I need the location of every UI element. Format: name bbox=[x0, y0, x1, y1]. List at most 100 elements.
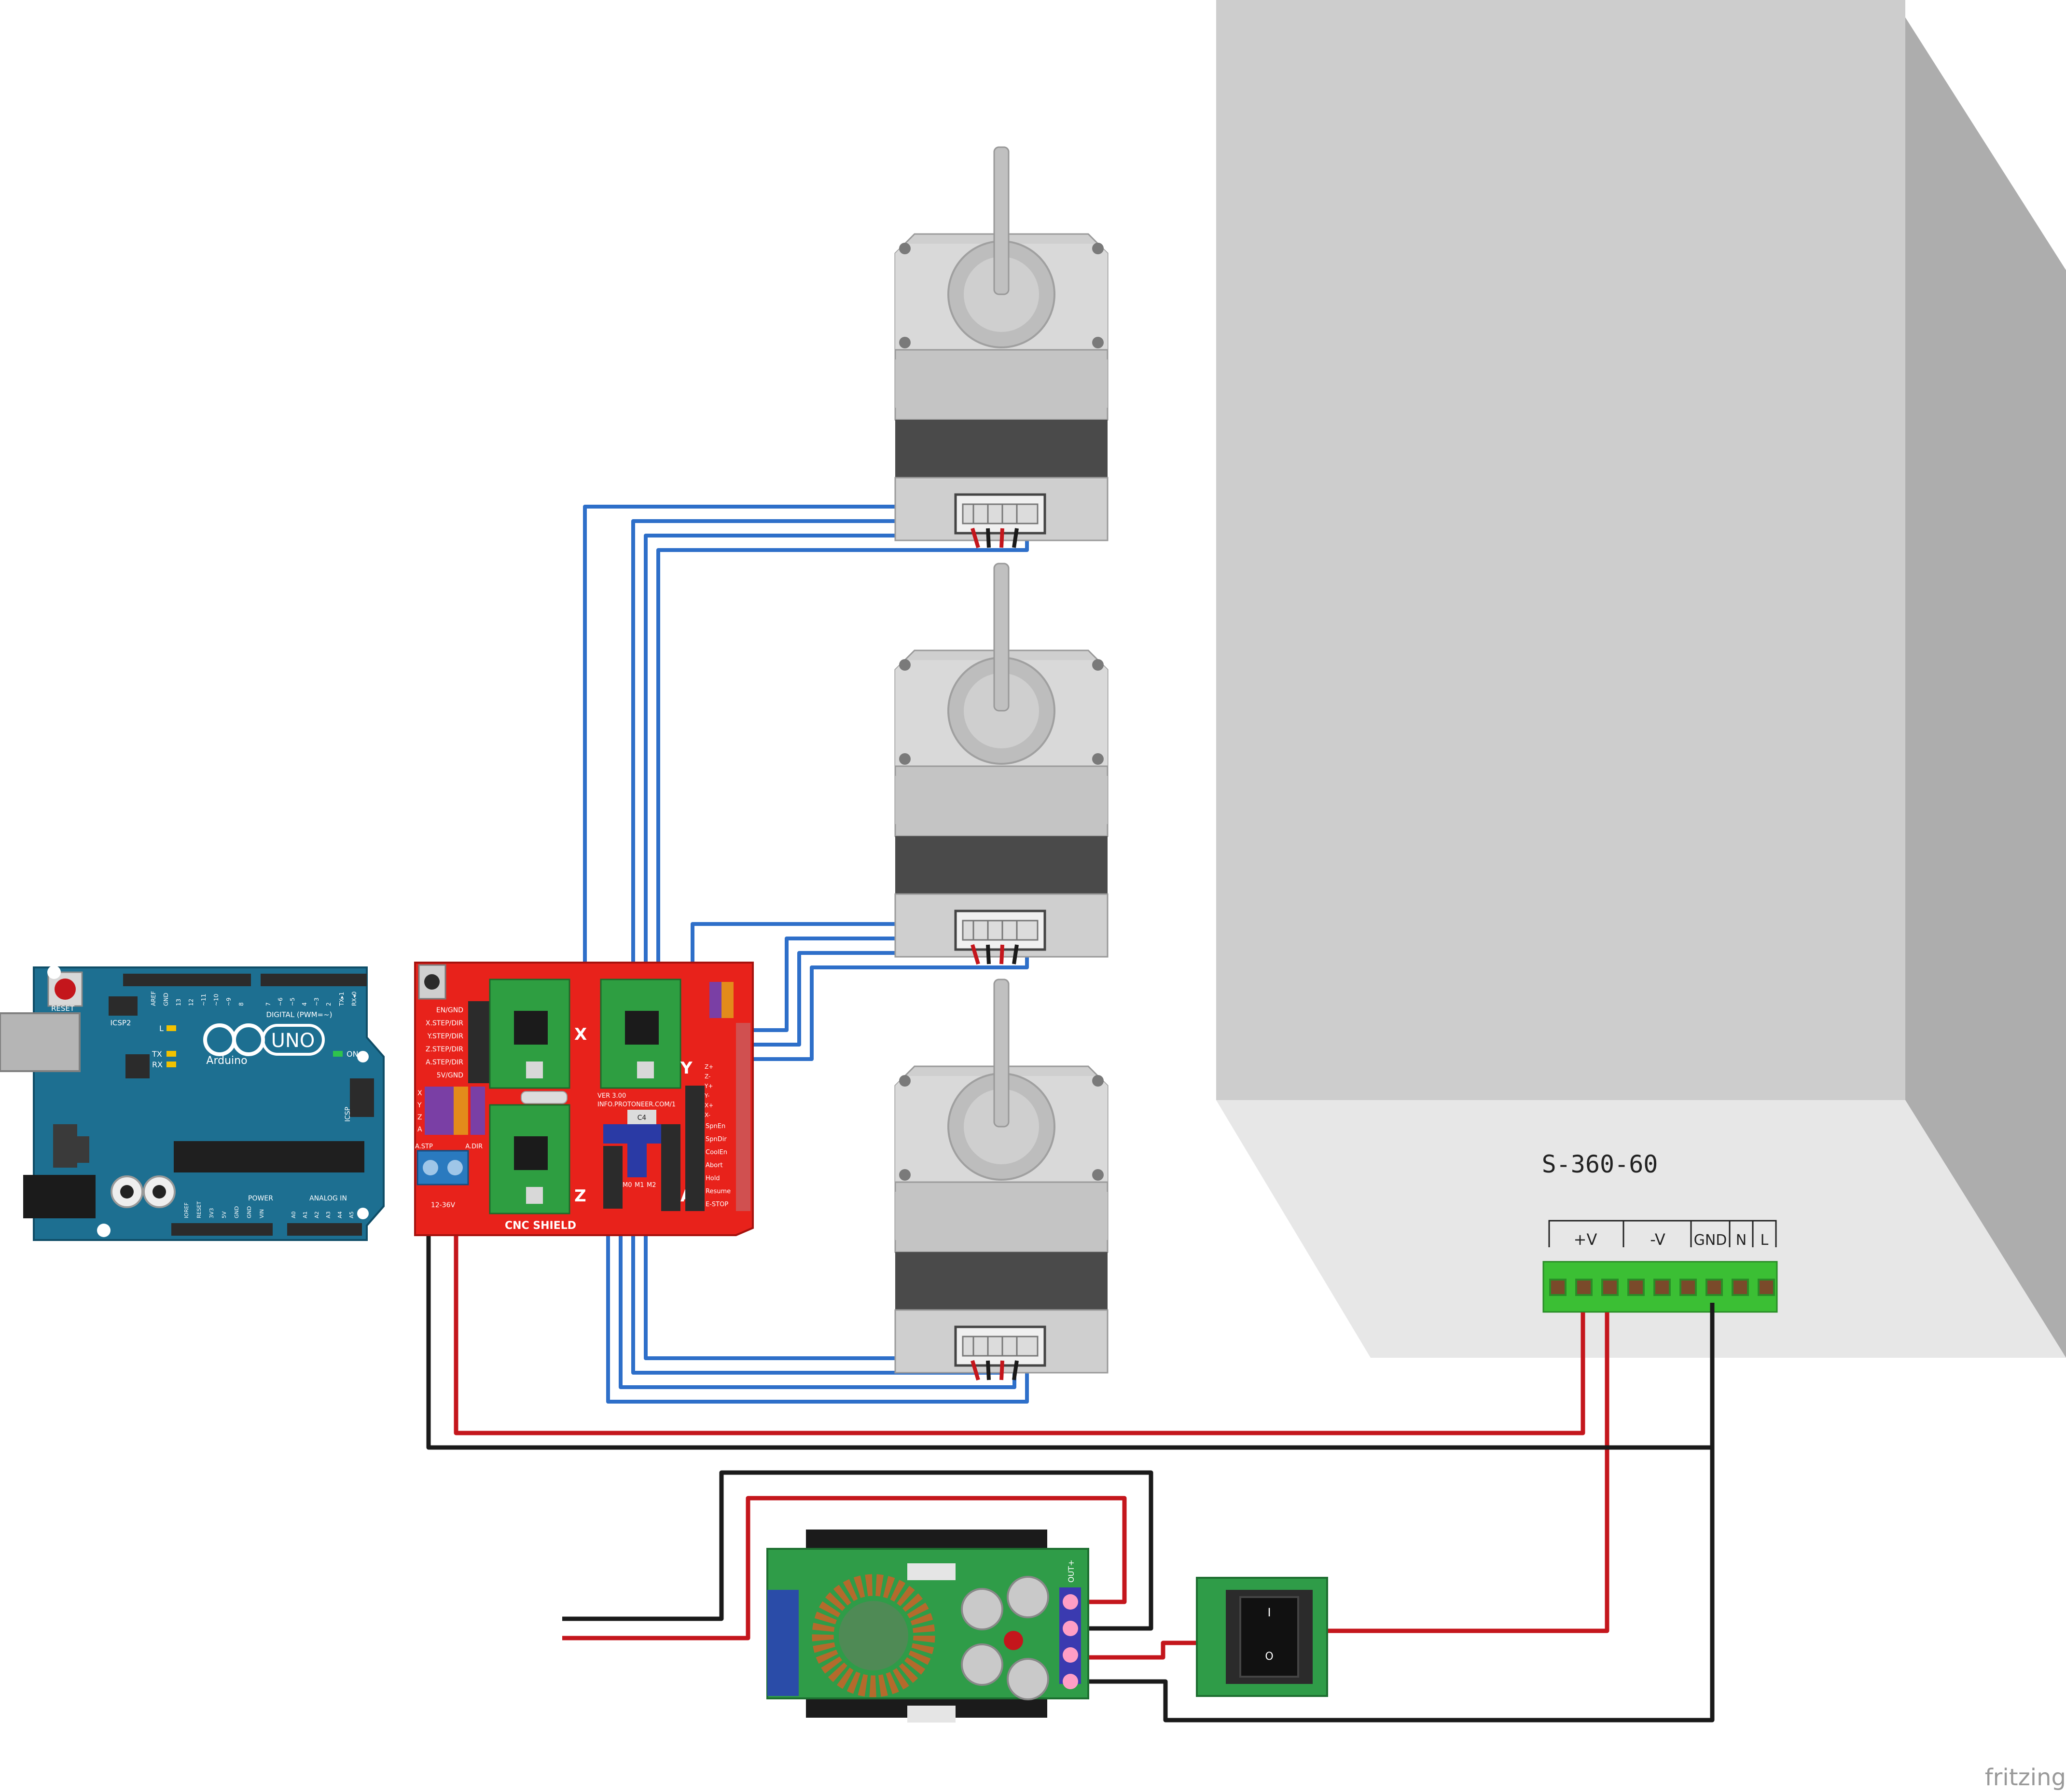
psu-terminal-l: L bbox=[1761, 1232, 1769, 1249]
fritzing-watermark: fritzing bbox=[1985, 1764, 2066, 1791]
arduino-logo bbox=[203, 1023, 325, 1056]
label-spndir: SpnDir bbox=[706, 1136, 727, 1143]
label-resume: Resume bbox=[706, 1188, 731, 1195]
a-dir-label: A.DIR bbox=[465, 1143, 483, 1150]
label-a-step-dir: A.STEP/DIR bbox=[426, 1059, 463, 1066]
pin-11: ~11 bbox=[200, 994, 207, 1006]
driver-z bbox=[489, 1104, 570, 1214]
reset-label: RESET bbox=[51, 1004, 75, 1013]
on-label: ON bbox=[347, 1049, 359, 1059]
pin-13: 13 bbox=[175, 999, 182, 1006]
pin-10: ~10 bbox=[213, 994, 220, 1006]
cnc-shield-board: EN/GND X.STEP/DIR Y.STEP/DIR Z.STEP/DIR … bbox=[414, 962, 754, 1236]
pin-vin: VIN bbox=[259, 1209, 265, 1218]
pin-2: 2 bbox=[325, 1002, 332, 1006]
stepper-motor-z bbox=[895, 979, 1108, 1380]
pin-5v: 5V bbox=[221, 1211, 227, 1218]
microstep-m2: M2 bbox=[647, 1182, 656, 1189]
power-header[interactable] bbox=[171, 1223, 273, 1236]
analog-header[interactable] bbox=[287, 1223, 362, 1236]
axis-y-label: Y bbox=[680, 1059, 693, 1078]
pin-8: 8 bbox=[238, 1002, 245, 1006]
label-spnen: SpnEn bbox=[706, 1123, 725, 1130]
pin-3: ~3 bbox=[313, 997, 320, 1006]
psu-terminal-gnd: GND bbox=[1694, 1232, 1727, 1249]
label-hold: Hold bbox=[706, 1175, 720, 1182]
version-label: VER 3.00 bbox=[597, 1092, 626, 1100]
label-x-step-dir: X.STEP/DIR bbox=[426, 1020, 463, 1027]
arduino-uno-board: RESET ICSP2 DIGITAL (PWM=~) AREF GND 13 … bbox=[0, 965, 385, 1241]
a-step-label: A.STP bbox=[415, 1143, 433, 1150]
icsp-label: ICSP bbox=[344, 1107, 352, 1122]
limit-z-plus: Z+ bbox=[705, 1063, 713, 1070]
pin-gnd-1: GND bbox=[234, 1206, 240, 1218]
axis-col-a: A bbox=[417, 1126, 422, 1133]
pin-3v3: 3V3 bbox=[208, 1208, 215, 1218]
digital-header[interactable] bbox=[123, 974, 251, 986]
switch-on-label: I bbox=[1267, 1606, 1271, 1619]
driver-y bbox=[600, 979, 681, 1089]
axis-x-label: X bbox=[574, 1025, 587, 1044]
pin-a0: A0 bbox=[291, 1211, 297, 1218]
led-tx-label: TX bbox=[152, 1049, 162, 1059]
pin-ioref: IOREF bbox=[183, 1202, 190, 1218]
psu-terminal-n: N bbox=[1736, 1232, 1747, 1249]
psu-case bbox=[1216, 0, 2066, 1358]
stepper-motor-x bbox=[895, 147, 1108, 548]
microstep-m1: M1 bbox=[635, 1182, 644, 1189]
limit-z-minus: Z- bbox=[705, 1073, 710, 1080]
digital-header-2[interactable] bbox=[261, 974, 367, 986]
model-label: UNO bbox=[271, 1030, 315, 1052]
pin-rx0: RX◂0 bbox=[351, 992, 358, 1006]
limit-x-minus: X- bbox=[705, 1112, 710, 1118]
axis-z-label: Z bbox=[574, 1186, 586, 1206]
label-en-gnd: EN/GND bbox=[436, 1006, 463, 1014]
label-5v-gnd: 5V/GND bbox=[437, 1072, 463, 1079]
pin-gnd: GND bbox=[163, 992, 169, 1006]
pin-5: ~5 bbox=[289, 997, 296, 1006]
shield-title: CNC SHIELD bbox=[505, 1220, 576, 1232]
limit-y-minus: Y- bbox=[704, 1092, 709, 1099]
microstep-m0: M0 bbox=[623, 1182, 632, 1189]
switch-off-label: O bbox=[1265, 1651, 1273, 1663]
psu-terminal-vminus: -V bbox=[1650, 1230, 1665, 1249]
axis-col-y: Y bbox=[417, 1102, 422, 1109]
pin-12: 12 bbox=[188, 999, 194, 1006]
psu-terminal-block: +V -V GND N L bbox=[1542, 1220, 1778, 1313]
icsp2-label: ICSP2 bbox=[110, 1019, 131, 1027]
power-header-label: POWER bbox=[248, 1195, 273, 1202]
rocker-switch[interactable]: I O bbox=[1196, 1577, 1328, 1697]
label-y-step-dir: Y.STEP/DIR bbox=[427, 1033, 464, 1040]
atmega-chip bbox=[174, 1141, 364, 1172]
led-rx-label: RX bbox=[152, 1060, 163, 1069]
pin-reset: RESET bbox=[196, 1201, 202, 1218]
buck-in-plus: IN+ bbox=[1067, 1710, 1076, 1725]
pin-7: 7 bbox=[265, 1002, 272, 1006]
limit-x-plus: X+ bbox=[705, 1102, 713, 1109]
reset-button[interactable] bbox=[55, 979, 76, 1000]
label-estop: E-STOP bbox=[706, 1201, 728, 1208]
label-z-step-dir: Z.STEP/DIR bbox=[426, 1046, 463, 1053]
voltage-label: 12-36V bbox=[431, 1201, 456, 1209]
stepper-motor-y bbox=[895, 564, 1108, 964]
url-label: INFO.PROTONEER.COM/1 bbox=[597, 1101, 676, 1108]
digital-header-label: DIGITAL (PWM=~) bbox=[266, 1010, 332, 1019]
shield-reset-button[interactable] bbox=[424, 974, 440, 990]
pin-aref: AREF bbox=[150, 991, 157, 1006]
psu-terminal-vplus: +V bbox=[1574, 1230, 1597, 1249]
psu-model-label: S-360-60 bbox=[1542, 1150, 1658, 1178]
pin-a1: A1 bbox=[302, 1211, 308, 1218]
pin-a5: A5 bbox=[348, 1211, 355, 1218]
pin-tx1: TX▸1 bbox=[338, 992, 345, 1006]
power-wires bbox=[426, 1197, 1715, 1723]
cap-label: C4 bbox=[638, 1114, 647, 1122]
limit-y-plus: Y+ bbox=[704, 1083, 713, 1089]
pin-a2: A2 bbox=[314, 1211, 320, 1218]
brand-label: Arduino bbox=[206, 1055, 247, 1067]
pin-gnd-2: GND bbox=[246, 1206, 252, 1218]
pin-4: 4 bbox=[301, 1002, 308, 1006]
icsp-header[interactable] bbox=[350, 1078, 374, 1117]
driver-x bbox=[489, 979, 570, 1089]
pin-a4: A4 bbox=[337, 1211, 343, 1218]
